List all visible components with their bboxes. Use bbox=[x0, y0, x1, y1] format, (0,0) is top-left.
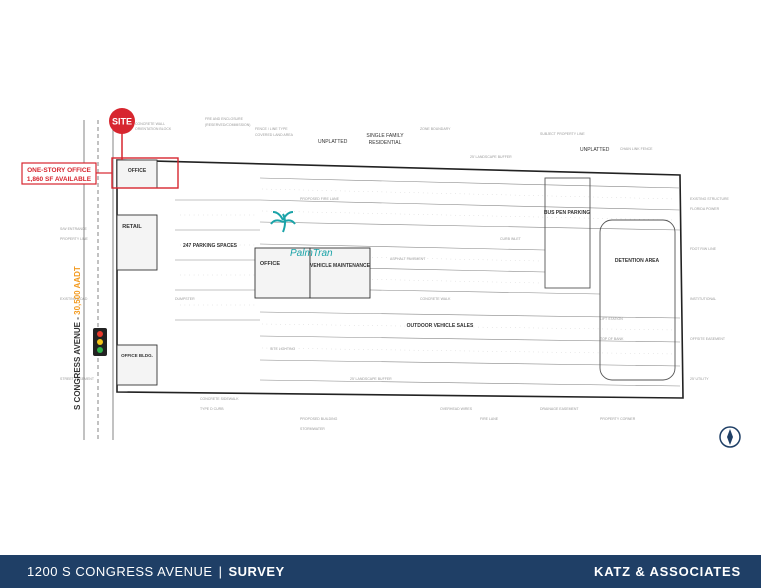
svg-text:ZONE BOUNDARY: ZONE BOUNDARY bbox=[420, 127, 451, 131]
svg-text:FIRE LANE: FIRE LANE bbox=[480, 417, 499, 421]
svg-text:STORMWATER: STORMWATER bbox=[300, 427, 325, 431]
parking-spaces-label: 247 PARKING SPACES bbox=[183, 243, 238, 249]
svg-text:SITE LIGHTING: SITE LIGHTING bbox=[270, 347, 296, 351]
footer-divider: | bbox=[218, 564, 223, 579]
svg-text:OFFSITE EASEMENT: OFFSITE EASEMENT bbox=[690, 337, 726, 341]
svg-text:CONCRETE WALK: CONCRETE WALK bbox=[420, 297, 451, 301]
svg-text:FENCE / LINE TYPE: FENCE / LINE TYPE bbox=[255, 127, 288, 131]
road-name: S CONGRESS AVENUE bbox=[73, 321, 82, 410]
svg-text:25' UTILITY: 25' UTILITY bbox=[690, 377, 709, 381]
parking-rows bbox=[175, 177, 681, 387]
property-boundary bbox=[116, 159, 684, 399]
svg-text:ASPHALT PAVEMENT: ASPHALT PAVEMENT bbox=[390, 257, 426, 261]
footer-brand: KATZ & ASSOCIATES bbox=[594, 564, 741, 579]
footer-address: 1200 S CONGRESS AVENUE bbox=[27, 564, 213, 579]
svg-text:CONCRETE SIDEWALK: CONCRETE SIDEWALK bbox=[200, 397, 239, 401]
svg-text:DRAINAGE EASEMENT: DRAINAGE EASEMENT bbox=[540, 407, 579, 411]
svg-text:COVERED LAND AREA: COVERED LAND AREA bbox=[255, 133, 294, 137]
svg-text:PROPOSED BUILDING: PROPOSED BUILDING bbox=[300, 417, 338, 421]
svg-text:PalmTran: PalmTran bbox=[290, 248, 333, 259]
detention-area-label: DETENTION AREA bbox=[615, 258, 660, 264]
bus-pen-parking-area bbox=[544, 177, 591, 289]
callout-line1: ONE-STORY OFFICE bbox=[27, 167, 91, 174]
svg-text:FLORIDA POWER: FLORIDA POWER bbox=[690, 207, 720, 211]
svg-text:PROPOSED FIRE LANE: PROPOSED FIRE LANE bbox=[300, 197, 340, 201]
svg-text:TOP OF BANK: TOP OF BANK bbox=[600, 337, 624, 341]
svg-text:S CONGRESS AVENUE - 30,500 AAD: S CONGRESS AVENUE - 30,500 AADT bbox=[73, 266, 82, 410]
compass-icon bbox=[719, 426, 741, 448]
svg-text:ORIENTATION BLOCK: ORIENTATION BLOCK bbox=[135, 127, 172, 131]
svg-text:STREET EASEMENT: STREET EASEMENT bbox=[60, 377, 95, 381]
footer-bar: 1200 S CONGRESS AVENUE | SURVEY KATZ & A… bbox=[0, 555, 761, 588]
palmtran-logo: PalmTran bbox=[270, 211, 333, 259]
traffic-light-icon bbox=[93, 328, 107, 356]
svg-text:PROPERTY CORNER: PROPERTY CORNER bbox=[600, 417, 636, 421]
svg-text:EXISTING STRUCTURE: EXISTING STRUCTURE bbox=[690, 197, 730, 201]
svg-text:SITE: SITE bbox=[112, 117, 132, 127]
callout-line2: 1,860 SF AVAILABLE bbox=[27, 176, 92, 183]
svg-text:TYPE D CURB: TYPE D CURB bbox=[200, 407, 224, 411]
parking-stall-ticks bbox=[180, 188, 676, 355]
palm-tree-icon bbox=[270, 211, 296, 233]
svg-text:SUBJECT PROPERTY LINE: SUBJECT PROPERTY LINE bbox=[540, 132, 585, 136]
road-separator: - bbox=[73, 315, 82, 322]
svg-text:EXISTING ROAD: EXISTING ROAD bbox=[60, 297, 88, 301]
footer-section: SURVEY bbox=[228, 564, 285, 579]
road-traffic: 30,500 AADT bbox=[73, 266, 82, 315]
unplatted-label-1: UNPLATTED bbox=[318, 139, 348, 145]
svg-text:(RESERVED/COMMISSION): (RESERVED/COMMISSION) bbox=[205, 123, 250, 127]
main-office-building bbox=[254, 247, 311, 299]
residential-label: RESIDENTIAL bbox=[369, 140, 402, 146]
single-family-label: SINGLE FAMILY bbox=[366, 133, 404, 139]
detention-area bbox=[599, 219, 676, 381]
svg-text:OVERHEAD WIRES: OVERHEAD WIRES bbox=[440, 407, 473, 411]
office-small-label: OFFICE bbox=[128, 168, 147, 174]
svg-text:DUMPSTER: DUMPSTER bbox=[175, 297, 195, 301]
svg-text:25' LANDSCAPE BUFFER: 25' LANDSCAPE BUFFER bbox=[350, 377, 392, 381]
bus-pen-parking-label: BUS PEN PARKING bbox=[544, 210, 590, 216]
lower-office-label: OFFICE BLDG. bbox=[121, 353, 153, 358]
svg-text:CURB INLET: CURB INLET bbox=[500, 237, 522, 241]
vehicle-maintenance-label: VEHICLE MAINTENANCE bbox=[310, 263, 371, 269]
svg-text:CHAIN LINK FENCE: CHAIN LINK FENCE bbox=[620, 147, 653, 151]
retail-building bbox=[116, 214, 158, 271]
lower-office-building bbox=[116, 344, 158, 386]
svg-text:S/W ENTRANCE: S/W ENTRANCE bbox=[60, 227, 88, 231]
site-marker: SITE bbox=[109, 108, 135, 160]
road-label: S CONGRESS AVENUE - 30,500 AADT bbox=[73, 266, 82, 410]
svg-text:INSTITUTIONAL: INSTITUTIONAL bbox=[690, 297, 716, 301]
unplatted-label-2: UNPLATTED bbox=[580, 147, 610, 153]
office-small-building bbox=[116, 159, 158, 189]
main-office-label: OFFICE bbox=[260, 261, 280, 267]
outdoor-vehicle-sales-label: OUTDOOR VEHICLE SALES bbox=[407, 323, 474, 329]
footer-title: 1200 S CONGRESS AVENUE | SURVEY bbox=[0, 564, 285, 579]
vehicle-maintenance-building bbox=[309, 247, 371, 299]
retail-label: RETAIL bbox=[122, 224, 142, 230]
svg-text:25' LANDSCAPE BUFFER: 25' LANDSCAPE BUFFER bbox=[470, 155, 512, 159]
svg-text:CONCRETE WALL: CONCRETE WALL bbox=[135, 122, 165, 126]
svg-text:PROPERTY LINE: PROPERTY LINE bbox=[60, 237, 89, 241]
callout-box bbox=[21, 162, 97, 185]
svg-text:FRE AND ENCLOSURE: FRE AND ENCLOSURE bbox=[205, 117, 244, 121]
map-pin-icon bbox=[109, 108, 135, 134]
svg-text:LIFT STATION: LIFT STATION bbox=[600, 317, 623, 321]
svg-text:FDOT R/W LINE: FDOT R/W LINE bbox=[690, 247, 717, 251]
